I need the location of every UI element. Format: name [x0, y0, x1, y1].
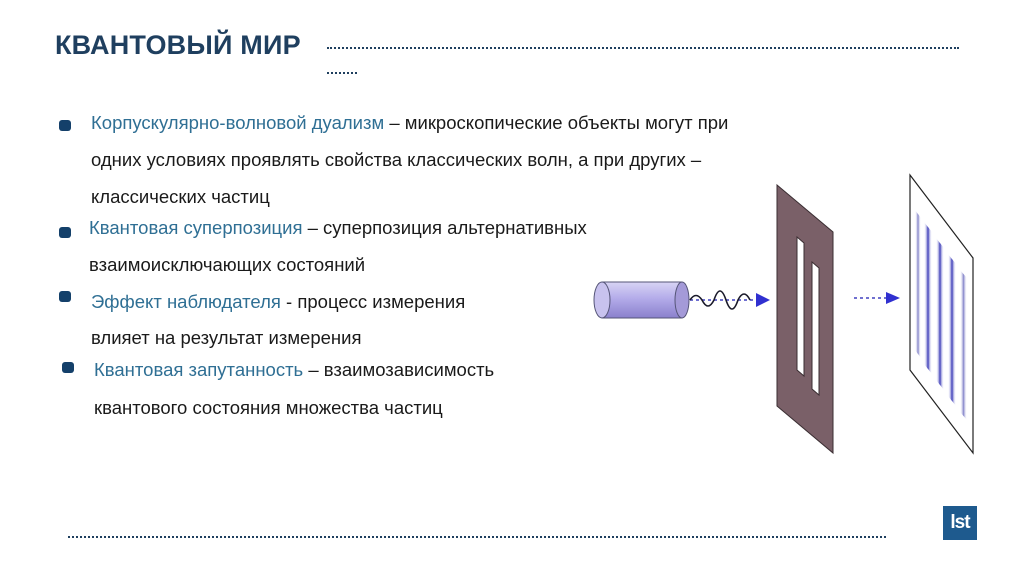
bullet-marker: [59, 227, 71, 238]
item-text-line3: классических частиц: [91, 186, 270, 207]
term-quantum-superposition: Квантовая суперпозиция: [89, 217, 303, 238]
page-title: КВАНТОВЫЙ МИР: [55, 30, 301, 60]
list-item-line: Корпускулярно-волновой дуализм – микроск…: [91, 111, 728, 135]
item-text-line2: одних условиях проявлять свойства класси…: [91, 149, 702, 170]
item-text: – микроскопические объекты могут при: [384, 112, 729, 133]
term-wave-particle-duality: Корпускулярно-волновой дуализм: [91, 112, 385, 133]
item-text: – суперпозиция альтернативных: [302, 217, 587, 238]
double-slit-barrier-icon: [776, 183, 834, 455]
bullet-marker: [59, 120, 71, 131]
list-item-line: Квантовая суперпозиция – суперпозиция ал…: [89, 216, 587, 240]
item-text: - процесс измерения: [280, 291, 466, 312]
interference-screen-icon: [909, 173, 974, 455]
list-item-line: Квантовая запутанность – взаимозависимос…: [94, 358, 494, 382]
item-text: – взаимозависимость: [303, 359, 495, 380]
double-slit-diagram: [593, 173, 974, 455]
item-text-line2: квантового состояния множества частиц: [94, 397, 443, 418]
term-quantum-entanglement: Квантовая запутанность: [94, 359, 304, 380]
particle-emitter-icon: [593, 281, 690, 319]
wave-packet-icon: [689, 290, 770, 310]
item-text-line2: влияет на результат измерения: [91, 327, 362, 348]
title-dotted-rule: [327, 47, 959, 49]
footer-dotted-rule: [68, 536, 886, 538]
list-item-line: Эффект наблюдателя - процесс измерения: [91, 290, 465, 314]
company-logo: lst: [943, 506, 977, 540]
bullet-marker: [62, 362, 74, 373]
title-dotted-rule-short: [327, 72, 357, 74]
term-observer-effect: Эффект наблюдателя: [91, 291, 281, 312]
item-text-line2: взаимоисключающих состояний: [89, 254, 366, 275]
bullet-marker: [59, 291, 71, 302]
